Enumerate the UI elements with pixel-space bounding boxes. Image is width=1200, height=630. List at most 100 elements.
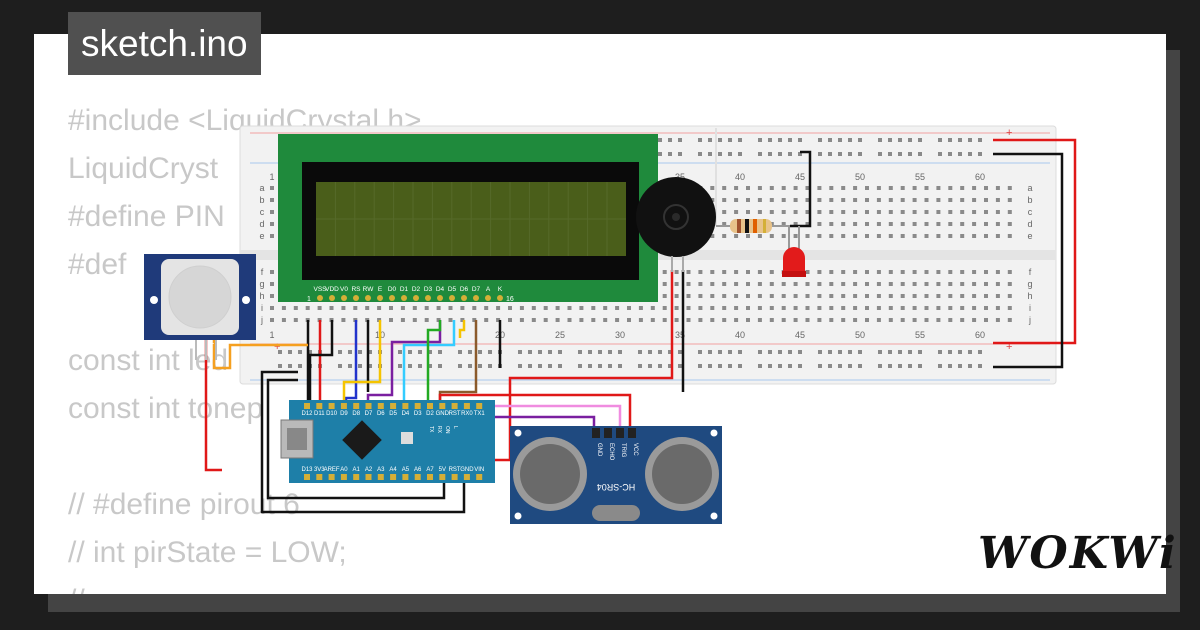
- breadboard-row-letter: j: [260, 315, 263, 325]
- wires: [204, 128, 1077, 514]
- nano-pin-label: 5V: [439, 467, 446, 473]
- nano-pin: [316, 474, 323, 480]
- lcd-pin-hole: [401, 295, 407, 301]
- code-line-6: const int led: [68, 344, 229, 377]
- nano-pin: [377, 474, 384, 480]
- nano-pin-label: D5: [389, 411, 397, 417]
- code-line-7: const int tonep: [68, 392, 264, 425]
- nano-pin-label: TX1: [474, 411, 486, 417]
- breadboard-row-letter: h: [259, 291, 264, 301]
- nano-pin-label: A7: [426, 467, 434, 473]
- nano-pin: [414, 403, 421, 409]
- breadboard-row-letter: h: [1027, 291, 1032, 301]
- lcd-pin-hole: [485, 295, 491, 301]
- plus-label-left: +: [274, 341, 280, 353]
- breadboard-col-number: 40: [735, 330, 745, 340]
- nano-pin: [451, 474, 458, 480]
- nano-pin: [365, 474, 372, 480]
- lcd-pin-hole: [365, 295, 371, 301]
- lcd-pin-hole: [389, 295, 395, 301]
- wire-red-pir: [204, 340, 222, 472]
- lcd-pin-hole: [497, 295, 503, 301]
- lcd-pin-label: D7: [472, 286, 481, 293]
- nano-pin-label: D10: [326, 411, 338, 417]
- lcd-pin-hole: [437, 295, 443, 301]
- nano-pin-label: D7: [365, 411, 373, 417]
- breadboard-row-letter: e: [259, 231, 264, 241]
- plus-label-bottom: +: [1006, 341, 1012, 353]
- resistor[interactable]: [716, 219, 790, 233]
- lcd-pin-label: VDD: [325, 286, 339, 293]
- lcd-pin-hole: [473, 295, 479, 301]
- breadboard-row-letter: j: [1028, 315, 1031, 325]
- nano-pin: [353, 403, 360, 409]
- breadboard-row-letter: i: [1029, 303, 1031, 313]
- breadboard-row-letter: e: [1027, 231, 1032, 241]
- nano-pin-label: D3: [414, 411, 422, 417]
- lcd-pin-hole: [377, 295, 383, 301]
- nano-pin-label: A4: [389, 467, 397, 473]
- nano-pin-label: D11: [314, 411, 325, 417]
- breadboard-col-number: 45: [795, 330, 805, 340]
- breadboard-row-letter: a: [1027, 183, 1032, 193]
- lcd-pin-label: RW: [363, 286, 375, 293]
- ultrasonic-pin-label: VCC: [632, 443, 638, 456]
- pir-pin-label: D: [197, 339, 203, 348]
- nano-side-label: L: [452, 426, 458, 429]
- file-name-tab[interactable]: sketch.ino: [68, 12, 261, 75]
- led-red[interactable]: [782, 226, 806, 277]
- nano-pin: [304, 403, 310, 409]
- nano-pin: [328, 474, 335, 480]
- nano-pin-label: D4: [402, 411, 410, 417]
- nano-pin: [427, 403, 433, 409]
- nano-pin: [476, 403, 483, 409]
- pir-pin-label: −: [210, 339, 215, 348]
- lcd-pin-label: D4: [436, 286, 445, 293]
- nano-pin-label: D13: [301, 467, 313, 473]
- breadboard-col-number: 60: [975, 172, 985, 182]
- lcd-pin-label: E: [378, 286, 383, 293]
- lcd-pin-hole: [413, 295, 419, 301]
- nano-pin-label: RX0: [461, 411, 473, 417]
- wire-green-lcd: [426, 320, 442, 405]
- lcd-pin-hole: [317, 295, 323, 301]
- nano-pin-label: D2: [426, 411, 434, 417]
- nano-pin-label: A0: [340, 467, 348, 473]
- lcd-pin-label: D1: [400, 286, 409, 293]
- nano-pin: [377, 403, 384, 409]
- breadboard-col-number: 40: [735, 172, 745, 182]
- lcd-pin-label: A: [486, 286, 491, 293]
- ultrasonic-pin: [628, 428, 636, 438]
- lcd-pin-hole: [353, 295, 359, 301]
- nano-pin: [427, 474, 433, 480]
- breadboard-row-letter: c: [260, 207, 265, 217]
- nano-pin-label: D12: [301, 411, 313, 417]
- pir-sensor[interactable]: +D−: [144, 254, 256, 360]
- breadboard-col-number: 55: [915, 330, 925, 340]
- ultrasonic-pin: [592, 428, 600, 438]
- nano-pin: [463, 403, 470, 409]
- nano-pin: [414, 474, 421, 480]
- lcd-pin-label: D0: [388, 286, 397, 293]
- nano-pin-label: RST: [449, 411, 461, 417]
- nano-side-label: ON: [444, 426, 450, 434]
- breadboard-col-number: 35: [675, 330, 685, 340]
- nano-pin-label: D6: [377, 411, 385, 417]
- code-line-10: // int pirState = LOW;: [68, 536, 347, 569]
- breadboard-col-number: 25: [555, 330, 565, 340]
- wire-yellow-lcd: [342, 320, 382, 405]
- code-line-3: #define PIN: [68, 200, 225, 233]
- buzzer[interactable]: [636, 177, 716, 272]
- code-line-2: LiquidCryst: [68, 152, 219, 185]
- wokwi-logo: WOKWi: [978, 528, 1178, 579]
- lcd-pin-label: D5: [448, 286, 457, 293]
- nano-pin-label: D8: [352, 411, 360, 417]
- nano-pin: [316, 403, 323, 409]
- lcd-pin-label: VSS: [313, 286, 327, 293]
- breadboard-row-letter: d: [1027, 219, 1032, 229]
- ultrasonic-pin: [604, 428, 612, 438]
- nano-pin-label: A5: [402, 467, 410, 473]
